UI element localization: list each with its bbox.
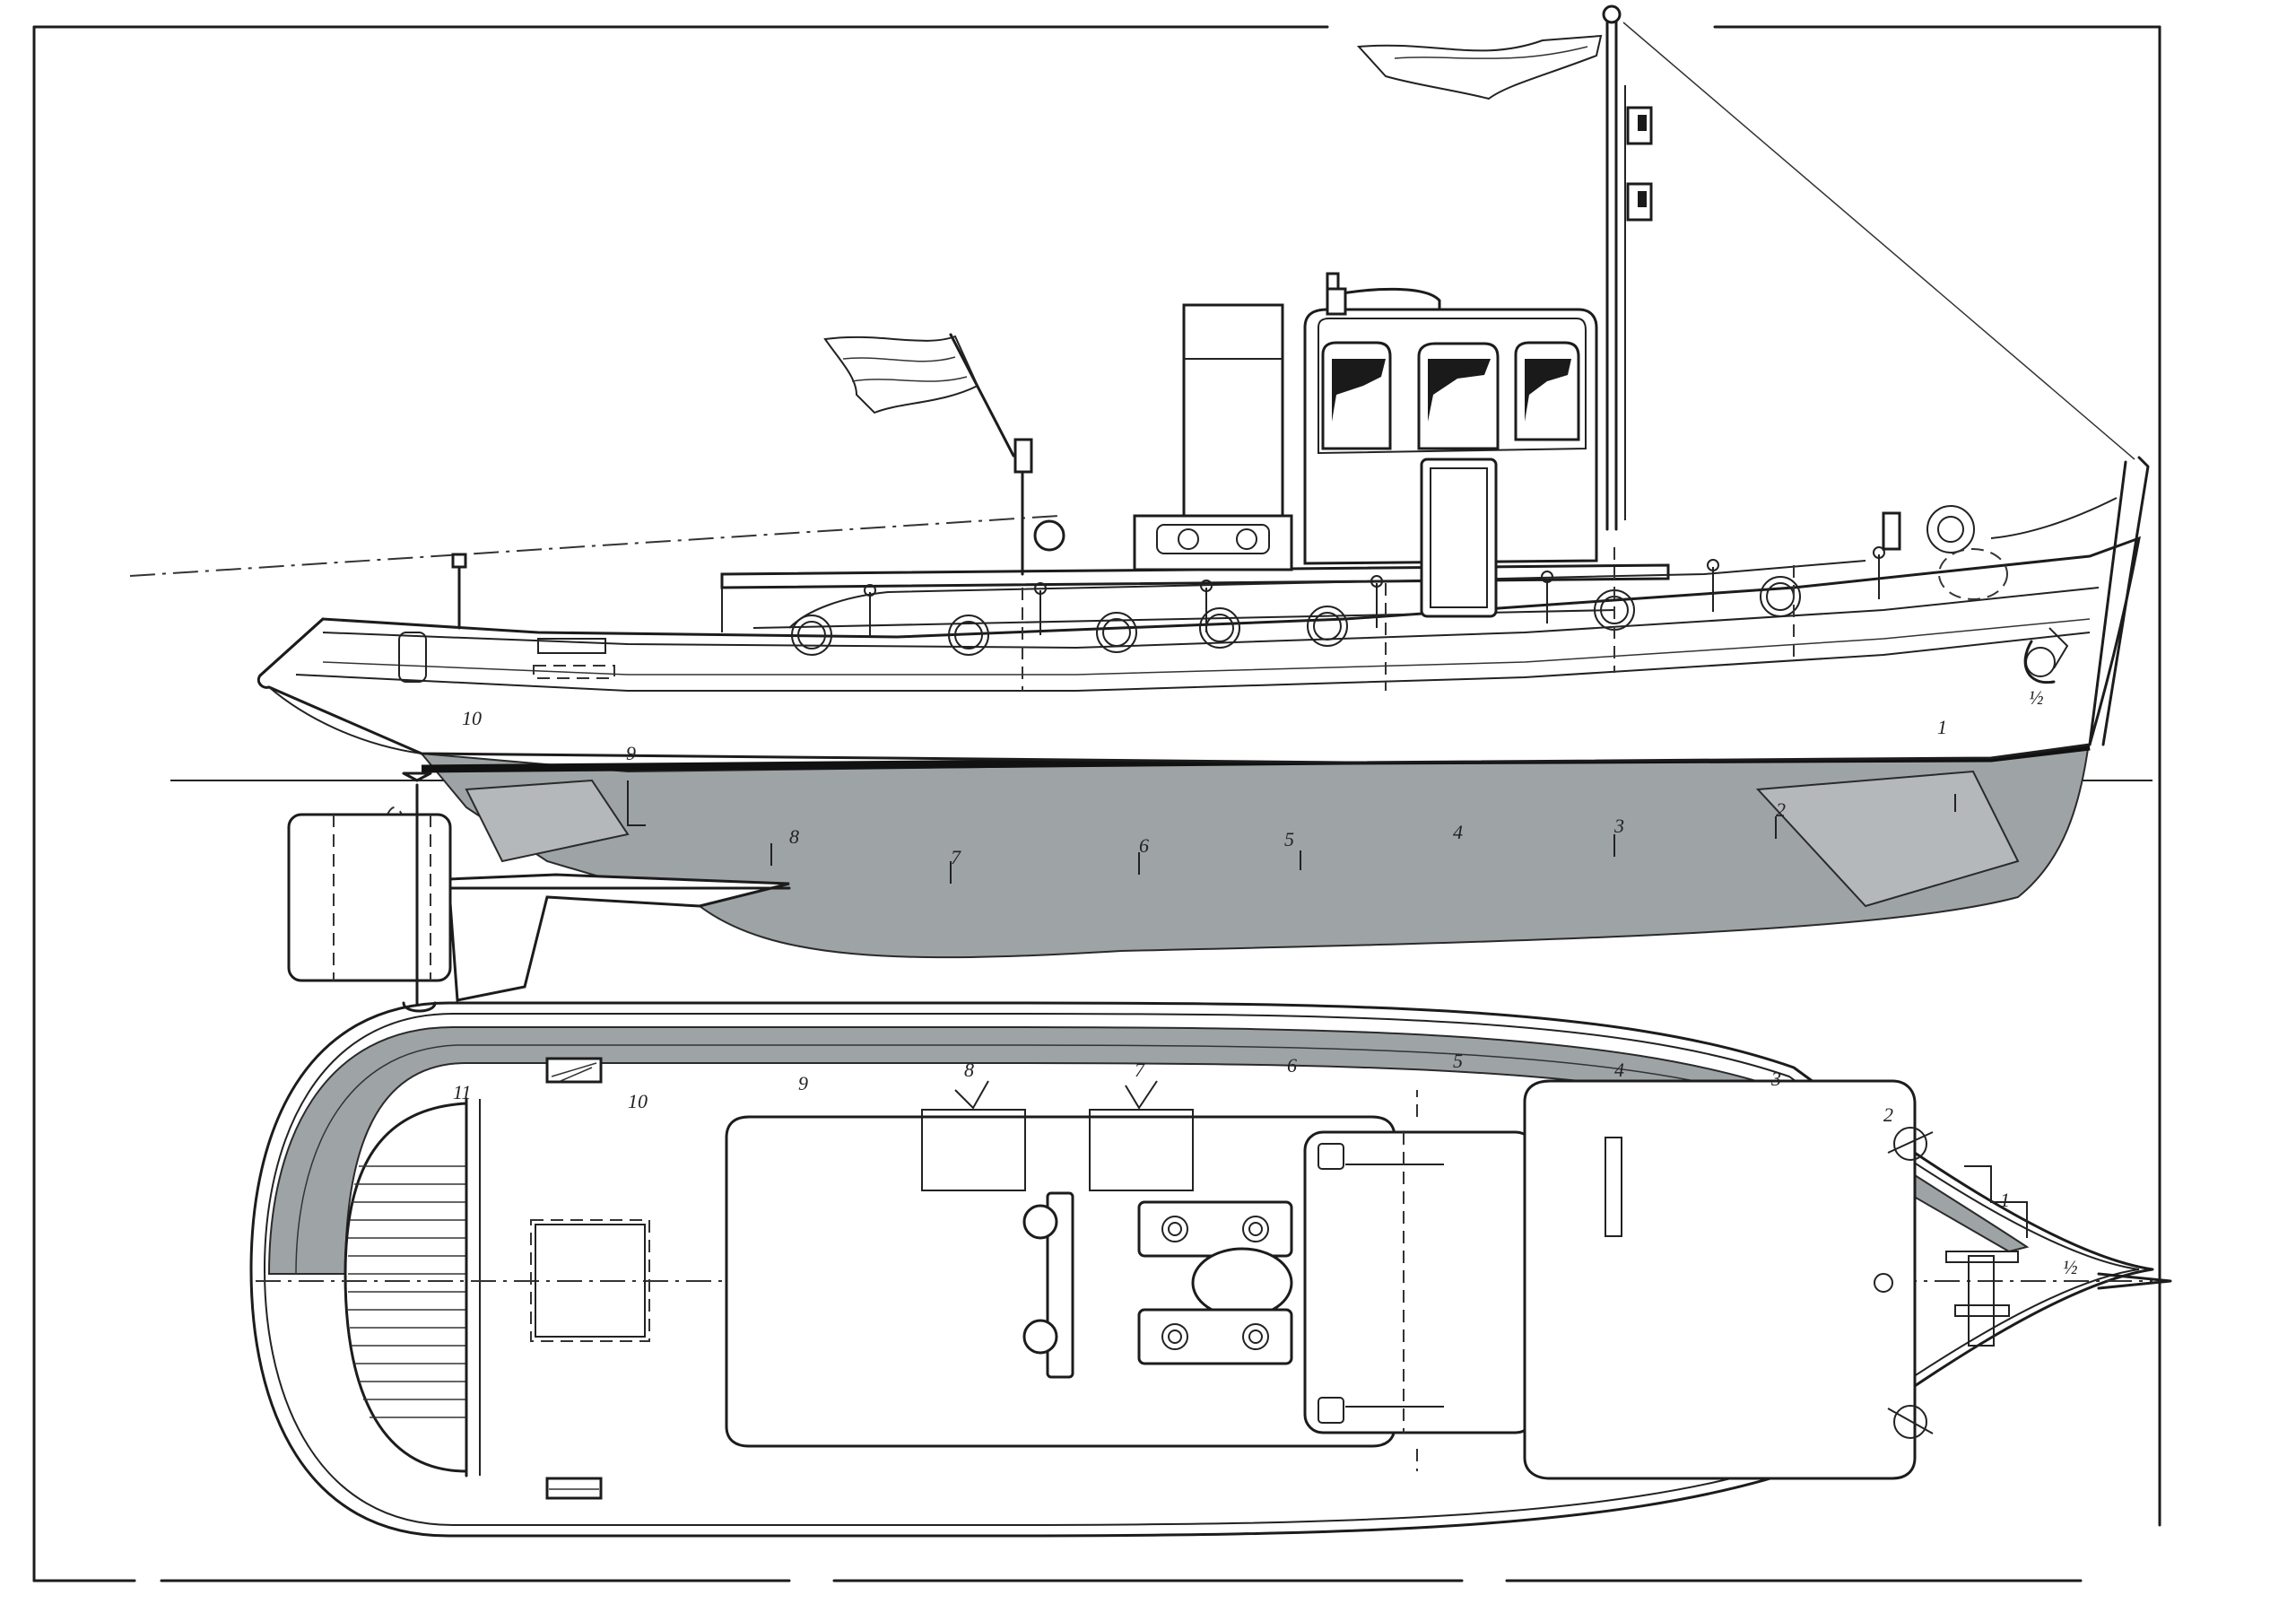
svg-text:11: 11 (453, 1081, 471, 1103)
foremast (1356, 4, 2135, 531)
hull-plan-outline (249, 1001, 2154, 1538)
svg-text:½: ½ (2063, 1256, 2078, 1278)
svg-text:9: 9 (798, 1072, 808, 1094)
svg-text:½: ½ (2029, 686, 2044, 709)
underwater-hull (419, 734, 2092, 959)
funnel (1182, 303, 1284, 556)
deck-plan: 11 10 9 8 7 6 5 4 3 2 1 ½ (249, 1001, 2172, 1538)
svg-text:10: 10 (628, 1090, 648, 1112)
svg-text:7: 7 (951, 846, 961, 868)
svg-text:3: 3 (1613, 815, 1624, 837)
svg-text:2: 2 (1883, 1103, 1893, 1126)
svg-text:4: 4 (1614, 1059, 1624, 1081)
drawing-border (32, 25, 2161, 1582)
svg-text:5: 5 (1453, 1050, 1463, 1072)
svg-text:1: 1 (1937, 716, 1947, 738)
svg-text:1: 1 (2000, 1189, 2010, 1211)
svg-text:2: 2 (1776, 798, 1786, 821)
svg-text:5: 5 (1284, 828, 1294, 850)
bulwark-band (267, 1026, 2030, 1275)
rudder (287, 813, 452, 982)
svg-text:3: 3 (1770, 1068, 1781, 1090)
svg-text:9: 9 (626, 742, 636, 764)
svg-text:6: 6 (1287, 1054, 1297, 1077)
svg-text:7: 7 (1135, 1059, 1145, 1081)
elevation-station-labels: 10 9 8 7 6 5 4 3 2 1 ½ (462, 686, 2044, 868)
plan-station-labels: 11 10 9 8 7 6 5 4 3 2 1 ½ (453, 1050, 2078, 1278)
svg-text:10: 10 (462, 707, 482, 729)
svg-text:4: 4 (1453, 821, 1463, 843)
wheelhouse-roof (1303, 1130, 1535, 1434)
svg-text:6: 6 (1139, 834, 1149, 857)
svg-text:8: 8 (789, 825, 799, 848)
wheelhouse (1303, 272, 1598, 618)
svg-text:8: 8 (964, 1059, 974, 1081)
side-elevation: 10 9 8 7 6 5 4 3 2 1 ½ (129, 4, 2152, 1013)
